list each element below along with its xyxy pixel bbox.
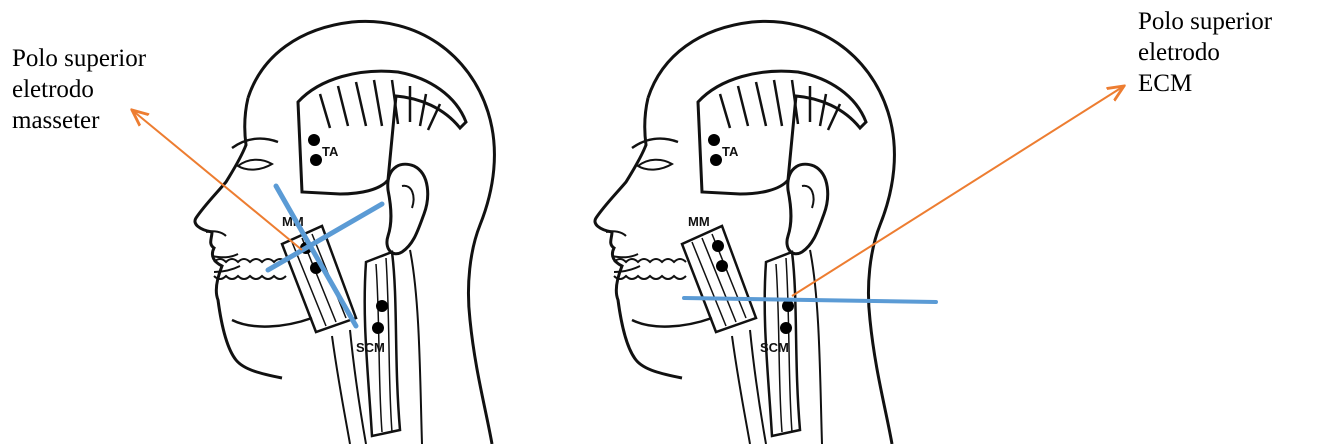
reference-line-mandible-horizontal: [684, 298, 936, 302]
electrode-scm-upper: [376, 300, 388, 312]
ear: [387, 164, 428, 254]
teeth: [614, 259, 686, 279]
jaw-line: [632, 318, 712, 327]
ear: [787, 164, 828, 254]
label-scm: SCM: [356, 340, 385, 355]
caption-line: ECM: [1138, 68, 1272, 99]
nostril: [606, 231, 626, 236]
electrode-temporal-upper: [708, 134, 720, 146]
jaw-line: [232, 318, 312, 327]
teeth: [214, 259, 286, 279]
electrode-masseter-upper: [712, 240, 724, 252]
temporalis-muscle: [698, 71, 866, 194]
label-temporal: TA: [322, 144, 339, 159]
temporalis-fibers: [320, 80, 440, 130]
head-illustration-left: TA MM SCM: [132, 21, 494, 444]
head-outline: [648, 21, 894, 444]
ear-inner: [802, 186, 814, 208]
caption-line: Polo superior: [1138, 6, 1272, 37]
temporalis-fibers: [720, 80, 840, 130]
caption-ecm-electrode: Polo superior eletrodo ECM: [1138, 6, 1272, 99]
electrode-masseter-lower: [716, 260, 728, 272]
nostril: [206, 231, 226, 236]
electrode-scm-upper: [782, 300, 794, 312]
label-masseter: MM: [688, 214, 710, 229]
electrode-temporal-lower: [710, 154, 722, 166]
electrode-temporal-lower: [310, 154, 322, 166]
caption-line: masseter: [12, 105, 146, 136]
eyebrow: [632, 139, 678, 148]
electrode-temporal-upper: [308, 134, 320, 146]
caption-masseter-electrode: Polo superior eletrodo masseter: [12, 43, 146, 136]
head-illustration-right: TA MM SCM: [595, 21, 1124, 444]
eyebrow: [232, 139, 278, 148]
label-scm: SCM: [760, 340, 789, 355]
label-temporal: TA: [722, 144, 739, 159]
electrode-scm-lower: [372, 322, 384, 334]
ear-inner: [402, 186, 414, 208]
temporalis-muscle: [298, 71, 466, 194]
pointer-arrow-scm: [792, 86, 1124, 296]
electrode-scm-lower: [780, 322, 792, 334]
caption-line: eletrodo: [12, 74, 146, 105]
caption-line: Polo superior: [12, 43, 146, 74]
pointer-arrow-masseter: [132, 110, 302, 250]
eye: [638, 160, 672, 170]
head-outline: [248, 21, 494, 444]
caption-line: eletrodo: [1138, 37, 1272, 68]
eye: [238, 160, 272, 170]
